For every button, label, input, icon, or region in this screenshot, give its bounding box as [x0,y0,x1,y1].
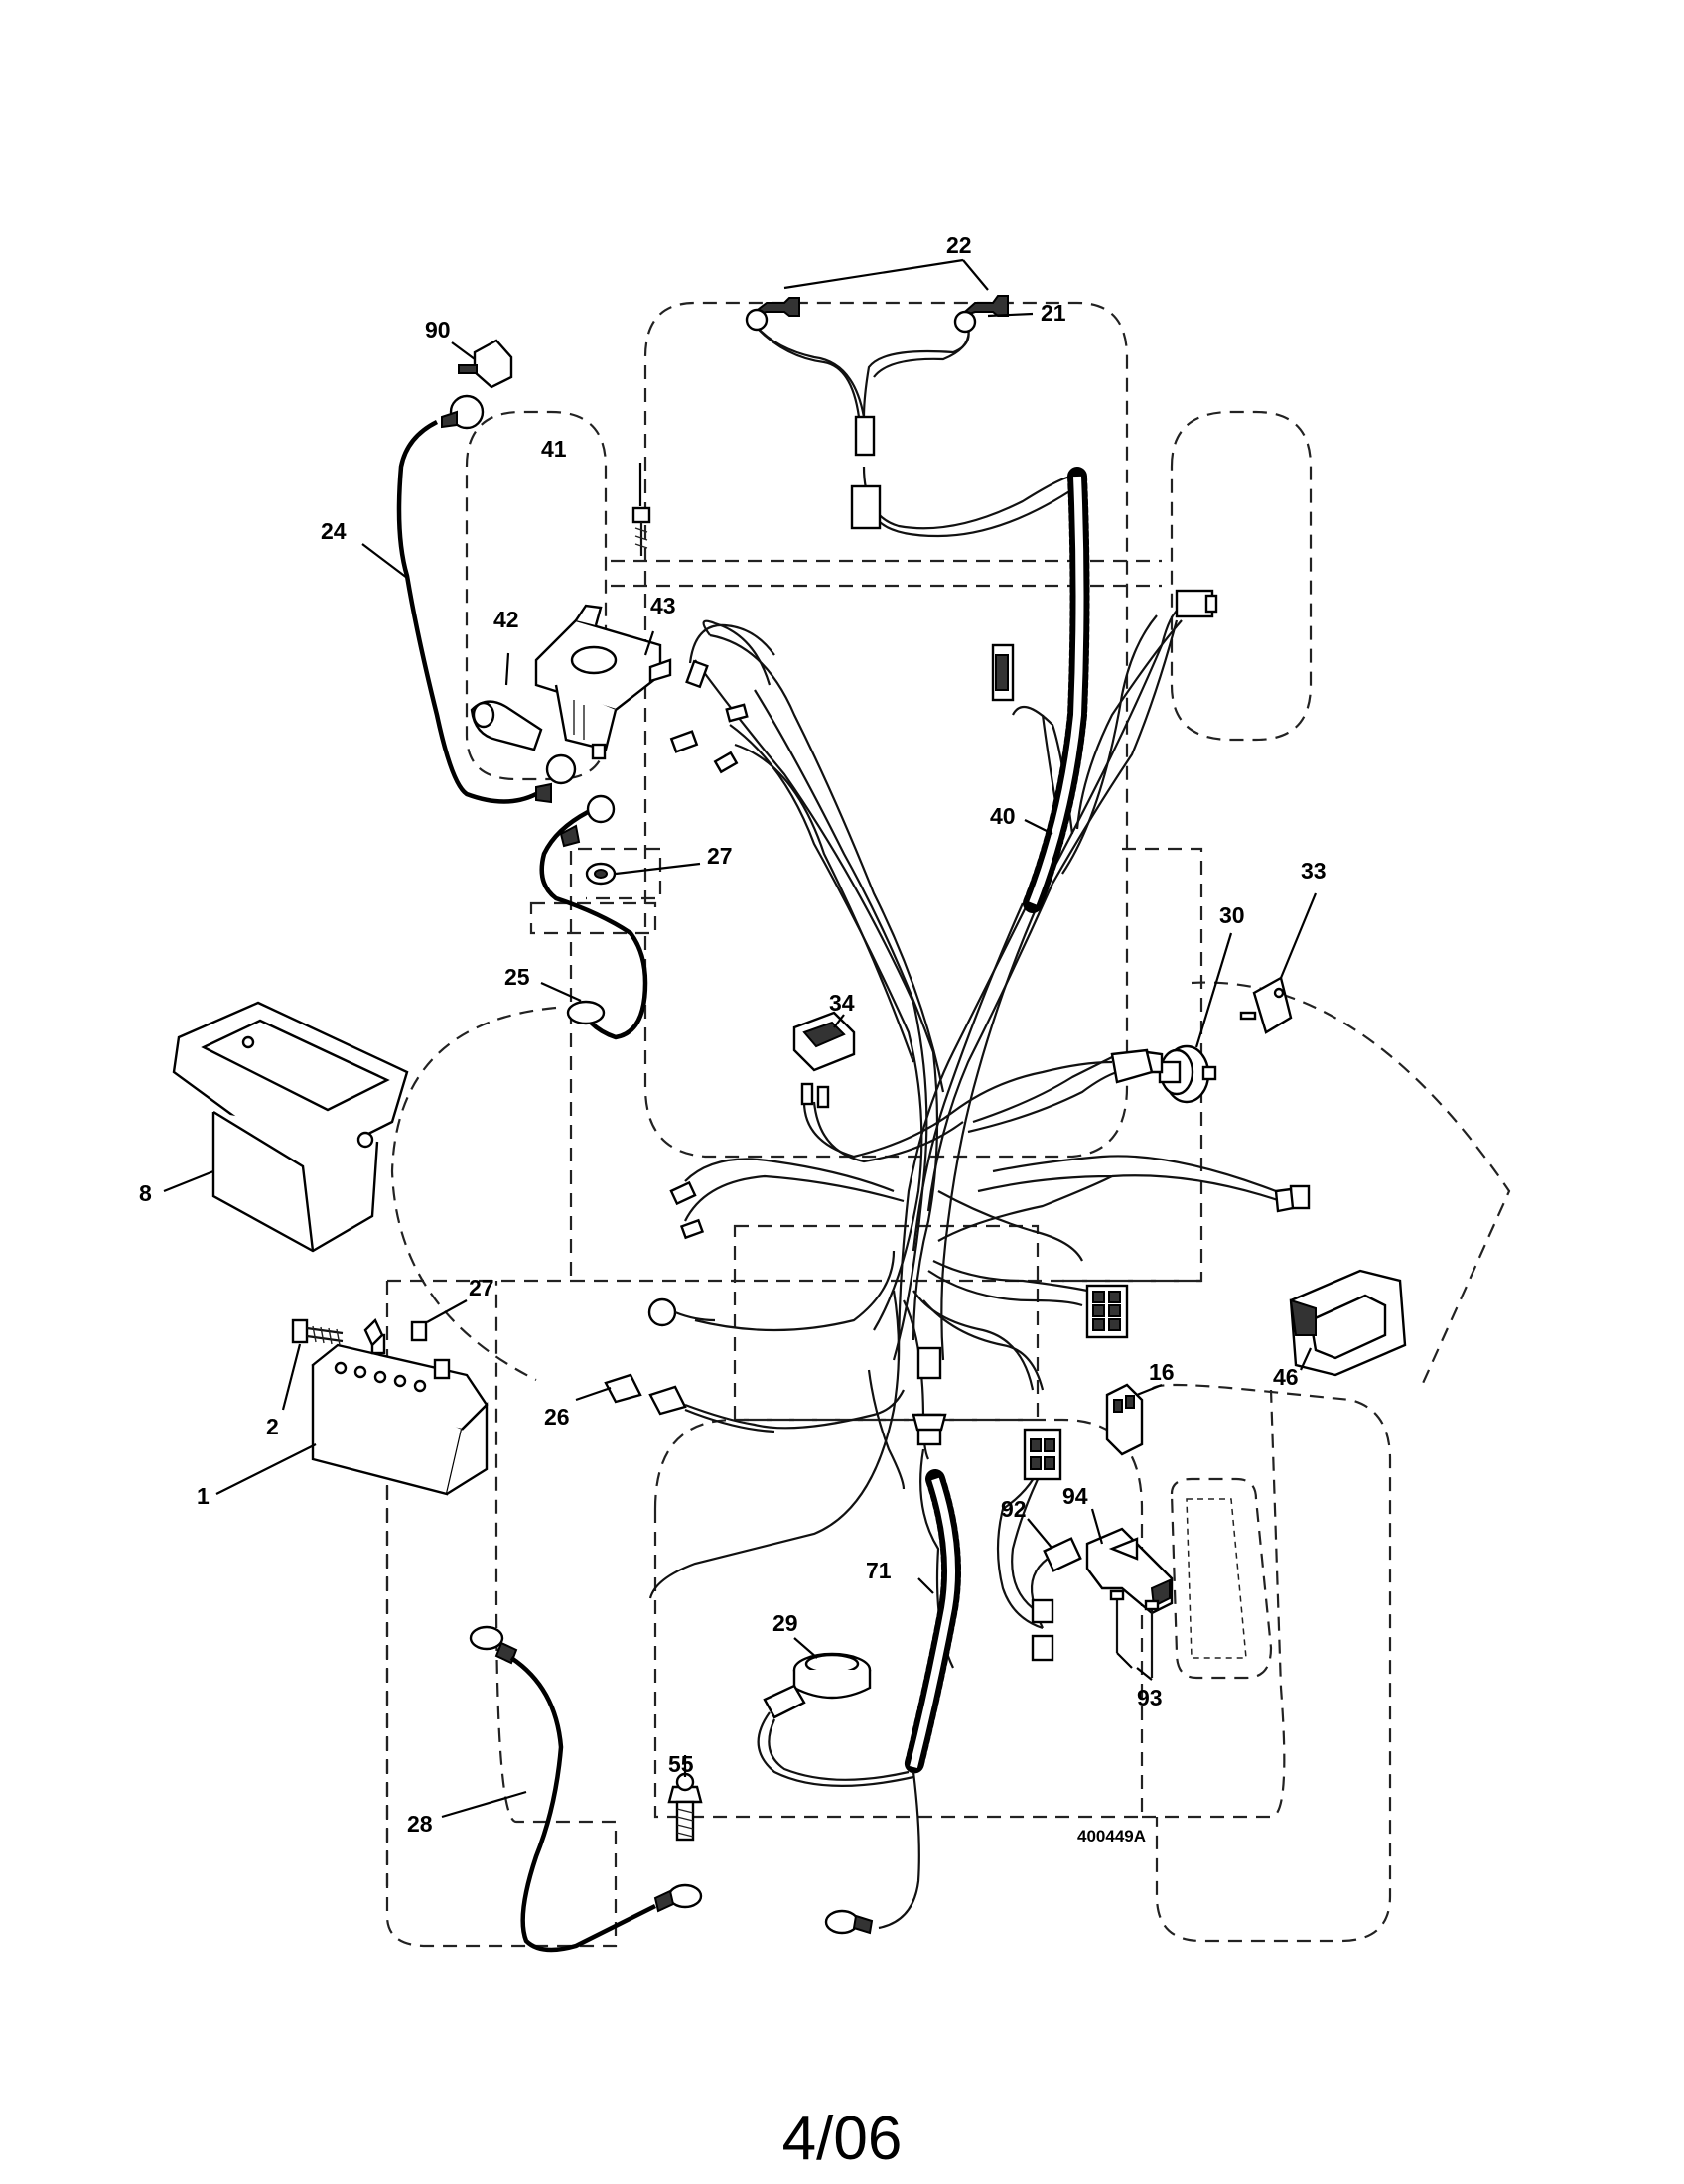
callout-41: 41 [541,436,567,462]
frame-left-rail [569,847,662,1276]
callout-33: 33 [1301,858,1327,884]
drawing-number: 400449A [1077,1827,1146,1845]
battery-bolt-2 [291,1318,344,1346]
cable-24-ring-top [449,394,485,430]
callout-92: 92 [1001,1496,1027,1522]
part-29-grommet [757,1652,914,1787]
rear-center-outline [1142,1389,1286,1819]
callout-25: 25 [504,964,530,990]
leader-lines [163,258,1318,1819]
terminal-boot-42 [470,700,543,751]
battery-cable-25 [539,753,648,1040]
bolt-55 [667,1772,703,1842]
left-bundle-connectors [647,1180,716,1327]
callout-1: 1 [197,1483,210,1509]
mounting-bolt-41 [632,506,651,556]
ground-cable-71-terminal [824,1909,874,1935]
dash-panel-outline [571,1224,1201,1422]
callouts: 22 21 90 41 24 42 43 27 40 33 30 25 34 8… [139,232,1327,1837]
tractor-outline [385,301,1511,1948]
left-upper-connector [991,643,1015,702]
relay-33 [1239,976,1293,1034]
four-pin-connector [1023,1428,1062,1481]
callout-71: 71 [866,1558,892,1583]
rear-right-wheel-outline [1150,1383,1392,1943]
callout-16: 16 [1149,1359,1175,1385]
callout-93: 93 [1137,1685,1163,1710]
switch-bracket-94 [1085,1527,1174,1615]
headlight-harness [745,295,1073,530]
callout-24: 24 [321,518,347,544]
battery-cable-24 [396,394,552,804]
switch-46 [1289,1269,1407,1377]
ignition-switch-30 [1158,1044,1217,1104]
callout-94: 94 [1062,1483,1088,1509]
callout-90: 90 [425,317,451,342]
hood-outline [643,301,1129,1159]
callout-22: 22 [946,232,972,258]
wire-conduit-upper [1023,467,1090,913]
callout-46: 46 [1273,1364,1299,1390]
steering-column-box [529,901,657,935]
left-fender-arc [390,1006,557,1381]
center-plug-pair [912,1346,947,1446]
seat-switch-16 [1105,1383,1144,1456]
six-pin-connector [1085,1284,1129,1339]
callout-43: 43 [650,593,676,618]
callout-27-lower: 27 [469,1275,494,1300]
seat-deck-outline [653,1418,1144,1819]
callout-28: 28 [407,1811,433,1837]
ring-terminal-25-bottom [566,1000,606,1025]
callout-30: 30 [1219,902,1245,928]
headlight-receptacle [850,484,882,530]
ring-terminal-solenoid [545,753,577,785]
harness-92 [1030,1537,1082,1662]
right-harness-connector [1175,589,1218,618]
callout-27-upper: 27 [707,843,733,869]
switch-34 [792,1011,856,1109]
pto-lever-outline [1170,1477,1273,1680]
part-90-terminal-cover [458,339,513,389]
wire-conduit-lower [878,1469,961,1930]
plug-right-bundle [1110,1048,1311,1213]
headlight-socket-left [745,308,769,332]
callout-34: 34 [829,990,855,1016]
battery-1 [311,1333,489,1496]
callout-55: 55 [668,1751,694,1777]
callout-29: 29 [772,1610,798,1636]
callout-40: 40 [990,803,1016,829]
callout-26: 26 [544,1404,570,1430]
headlight-socket-right [953,310,977,334]
starter-solenoid [534,604,672,760]
headlight-plug [854,415,876,457]
callout-2: 2 [266,1414,279,1439]
ground-cable-28 [469,1625,703,1953]
rear-frame-outline [385,1279,618,1948]
callout-21: 21 [1041,300,1066,326]
ring-terminal-25-top [586,794,616,824]
connector-26 [604,1373,905,1433]
hex-nut-27-lower [363,1317,428,1348]
front-left-wheel-outline [465,410,608,781]
page-date: 4/06 [782,2105,903,2173]
ground-ring-terminal [647,1297,677,1327]
callout-8: 8 [139,1180,152,1206]
right-fender-line [1191,981,1511,1391]
screws-93 [1109,1589,1160,1678]
front-right-wheel-outline [1170,410,1313,742]
callout-42: 42 [493,607,519,632]
cable-24-lug-bottom [535,782,552,804]
upper-terminal-connectors [669,659,749,774]
battery-box-8 [172,1001,409,1253]
